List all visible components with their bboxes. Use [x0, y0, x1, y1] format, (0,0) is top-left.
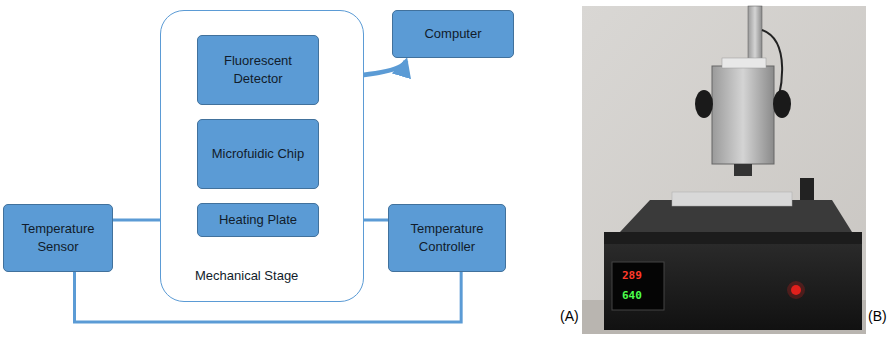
knob: [695, 90, 713, 118]
group-label: Mechanical Stage: [195, 268, 298, 283]
box-label: Temperature Controller: [397, 220, 497, 255]
led-glow: [787, 281, 805, 299]
box-label: Temperature Sensor: [12, 220, 104, 255]
box-label: Fluorescent Detector: [206, 52, 310, 87]
objective: [734, 164, 752, 176]
box-label: Computer: [424, 25, 481, 43]
control-box: [604, 244, 862, 330]
process-box: Computer: [392, 10, 514, 58]
box-label: Heating Plate: [219, 211, 297, 229]
detector-housing: [712, 66, 774, 164]
chip-holder: [672, 192, 792, 206]
process-box: Temperature Controller: [388, 204, 506, 272]
process-box: Temperature Sensor: [3, 204, 113, 272]
process-box: Heating Plate: [197, 203, 319, 237]
box-label: Microfuidic Chip: [212, 145, 304, 163]
panel-label: (A): [560, 308, 579, 324]
controller-display: [612, 262, 664, 310]
display-reading: 640: [622, 290, 642, 301]
photo-background: [582, 6, 866, 334]
detector-cap: [722, 58, 766, 68]
process-box: Microfuidic Chip: [197, 119, 319, 189]
mechanical-stage: Mechanical Stage Fluorescent DetectorMicr…: [160, 10, 364, 302]
box-top: [604, 232, 862, 244]
process-box: Fluorescent Detector: [197, 35, 319, 105]
knob: [773, 90, 791, 118]
display-reading: 289: [622, 270, 642, 281]
panel-label: (B): [868, 308, 887, 324]
